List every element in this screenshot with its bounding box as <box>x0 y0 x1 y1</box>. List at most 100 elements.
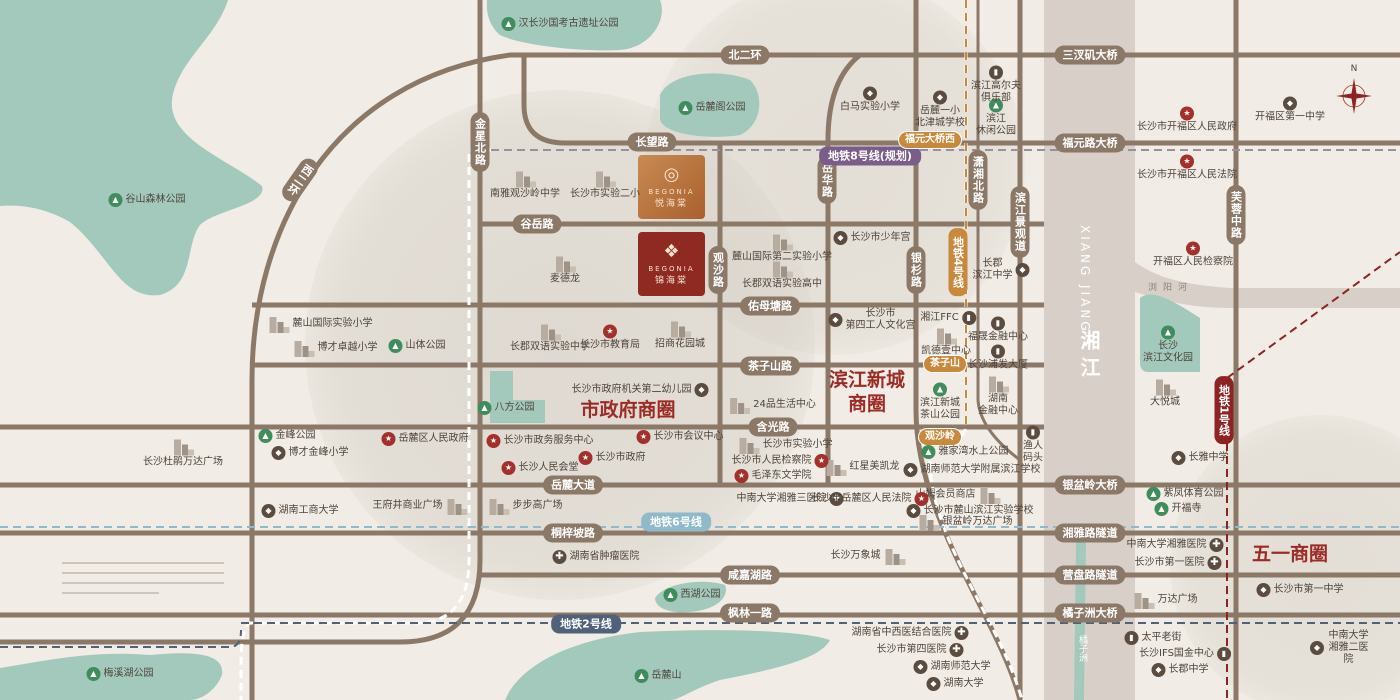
poi-school[interactable]: ◆开福区第一中学 <box>1255 96 1325 124</box>
poi-hosp[interactable]: ✚中南大学湘雅医院 <box>1127 538 1224 552</box>
poi-tower[interactable]: ▮太平老街 <box>1124 631 1182 645</box>
poi-bldg[interactable]: 王府井商业广场 <box>373 497 468 515</box>
poi-park[interactable]: ▲八方公园 <box>477 401 535 415</box>
poi-school[interactable]: ◆湖南师范大学附属滨江学校 <box>903 463 1041 477</box>
poi-school[interactable]: ◆长雅中学 <box>1171 451 1229 465</box>
poi-bldg[interactable]: 南雅观沙岭中学 <box>490 170 560 201</box>
poi-school[interactable]: ◆长沙市麓山滨江实验学校 <box>906 504 1034 518</box>
poi-hosp[interactable]: ✚湖南省肿瘤医院 <box>552 550 640 564</box>
poi-tower[interactable]: ▮滨江高尔夫 俱乐部 <box>971 65 1021 105</box>
road-label: 桐梓坡路 <box>543 523 603 543</box>
poi-school[interactable]: ◆长郡中学 <box>1151 663 1209 677</box>
poi-bldg[interactable]: 银盆岭万达广场 <box>918 513 1013 531</box>
poi-tower[interactable]: ▮湘江FFC <box>920 311 976 325</box>
poi-gov[interactable]: ★长沙市政府 <box>578 451 646 465</box>
poi-school[interactable]: ◆湖南工商大学 <box>261 504 339 518</box>
poi-park[interactable]: ▲滨江 休闲公园 <box>976 98 1016 138</box>
school-icon: ◆ <box>833 231 848 245</box>
poi-school[interactable]: ◆岳麓一小 北津城学校 <box>915 90 965 130</box>
poi-school[interactable]: ◆长沙市 第四工人文化宫 <box>828 308 916 332</box>
poi-school[interactable]: ◆湖南师范大学 <box>913 660 991 674</box>
poi-tower[interactable]: ▮福晟金融中心 <box>968 316 1028 344</box>
poi-name: 长沙万象城 <box>830 550 881 561</box>
poi-name: 长沙市政府机关第二幼儿园 <box>571 384 692 395</box>
poi-bldg[interactable]: 大悦城 <box>1150 378 1180 409</box>
poi-gov[interactable]: ★长沙人民会堂 <box>501 461 579 475</box>
poi-park[interactable]: ▲汉长沙国考古遗址公园 <box>501 17 619 31</box>
poi-school[interactable]: ◆白马实验小学 <box>840 86 900 114</box>
poi-gov[interactable]: ★长沙市开福区人民政府 <box>1137 106 1237 134</box>
poi-bldg[interactable]: 24品生活中心 <box>728 396 816 414</box>
poi-gov[interactable]: ★长沙市岳麓区人民法院 <box>812 492 929 506</box>
poi-school[interactable]: ◆中南大学湘雅二医院 <box>1310 630 1370 666</box>
poi-bldg[interactable]: 麓山国际实验小学 <box>268 315 373 333</box>
road-label: 银杉路 <box>906 246 926 294</box>
poi-bldg[interactable]: 招商花园城 <box>655 320 705 351</box>
poi-park[interactable]: ▲紫凤体育公园 <box>1146 487 1224 501</box>
poi-bldg[interactable]: 长沙万象城 <box>831 547 906 565</box>
poi-bldg[interactable]: 万达广场 <box>1133 591 1198 609</box>
poi-name: 山体公园 <box>405 340 446 351</box>
project-begonia-jin[interactable]: ❖ BEGONIA 锦海棠 <box>638 232 705 296</box>
poi-school[interactable]: ◆博才金峰小学 <box>271 446 349 460</box>
school-icon: ◆ <box>903 463 918 477</box>
poi-school[interactable]: ◆长沙市第一中学 <box>1256 583 1344 597</box>
poi-bldg[interactable]: 长沙市实验小学 <box>738 436 833 454</box>
poi-name: 步步高广场 <box>512 500 563 511</box>
hospital-cross-icon: ✚ <box>552 550 567 564</box>
lake-yuelu-ge <box>660 73 760 137</box>
poi-school[interactable]: ◆长沙市政府机关第二幼儿园 <box>572 383 709 397</box>
poi-bldg[interactable]: 山姆会员商店 <box>916 486 1001 504</box>
poi-park[interactable]: ▲梅溪湖公园 <box>86 667 154 681</box>
poi-tower[interactable]: ▮渔人 码头 <box>1023 425 1043 465</box>
poi-park[interactable]: ▲开福寺 <box>1154 502 1202 516</box>
poi-gov[interactable]: ★长沙市人民检察院 <box>732 454 829 468</box>
government-star-icon: ★ <box>734 469 749 483</box>
poi-bldg[interactable]: 麦德龙 <box>550 255 580 286</box>
poi-bldg[interactable]: 长沙市实验二小 <box>570 170 640 201</box>
poi-park[interactable]: ▲谷山森林公园 <box>108 193 186 207</box>
begonia-logo-icon: ◎ <box>663 164 680 185</box>
poi-park[interactable]: ▲雅家湾水上公园 <box>921 445 1009 459</box>
poi-bldg[interactable]: 凯德壹中心 <box>921 327 971 358</box>
poi-gov[interactable]: ★开福区人民检察院 <box>1153 241 1233 269</box>
poi-name: 长沙市开福区人民法院 <box>1137 169 1237 181</box>
poi-hosp[interactable]: ✚长沙市第一医院 <box>1135 556 1222 570</box>
poi-park[interactable]: ▲岳麓阁公园 <box>678 101 746 115</box>
poi-school[interactable]: ◆长郡 滨江中学 <box>973 258 1030 282</box>
poi-bldg[interactable]: 湖南 金融中心 <box>978 375 1018 418</box>
poi-name: 湖南大学 <box>943 678 984 689</box>
poi-school[interactable]: ◆湖南大学 <box>926 677 984 691</box>
poi-park[interactable]: ▲滨江新城 茶山公园 <box>920 382 960 422</box>
poi-gov[interactable]: ★长沙市政务服务中心 <box>486 434 594 448</box>
poi-hosp[interactable]: ✚湖南省中西医结合医院 <box>852 626 969 640</box>
poi-bldg[interactable]: 步步高广场 <box>488 497 563 515</box>
school-icon: ◆ <box>271 446 286 460</box>
poi-school[interactable]: ◆长沙市少年宫 <box>833 231 911 245</box>
poi-gov[interactable]: ★岳麓区人民政府 <box>381 432 469 446</box>
poi-gov[interactable]: ★长沙市教育局 <box>580 324 640 352</box>
project-begonia-yue[interactable]: ◎ BEGONIA 悦海棠 <box>638 155 705 219</box>
poi-hosp[interactable]: ✚长沙市第四医院 <box>877 643 964 657</box>
poi-name: 长沙市会议中心 <box>653 431 724 442</box>
poi-bldg[interactable]: 麓山国际第二实验小学 <box>732 233 832 264</box>
poi-bldg[interactable]: 红星美凯龙 <box>825 458 900 476</box>
poi-tower[interactable]: ▮长沙IFS国金中心 <box>1139 647 1231 661</box>
poi-park[interactable]: ▲金峰公园 <box>258 429 316 443</box>
poi-bldg[interactable]: 长郡双语实验中学 <box>510 323 590 354</box>
poi-gov[interactable]: ★长沙市开福区人民法院 <box>1137 154 1237 182</box>
poi-park[interactable]: ▲长沙 滨江文化园 <box>1143 325 1193 365</box>
poi-gov[interactable]: ★长沙市会议中心 <box>636 430 724 444</box>
poi-bldg[interactable]: 长沙杜鹃万达广场 <box>143 438 223 469</box>
poi-park[interactable]: ▲山体公园 <box>388 339 446 353</box>
poi-hosp[interactable]: ✚中南大学湘雅三医院 <box>737 492 844 506</box>
poi-name: 长沙市第一中学 <box>1273 584 1344 595</box>
poi-park[interactable]: ▲西湖公园 <box>663 588 721 602</box>
poi-gov[interactable]: ★毛泽东文学院 <box>734 469 812 483</box>
poi-bldg[interactable]: 长郡双语实验高中 <box>742 260 822 291</box>
poi-name: 福晟金融中心 <box>968 331 1028 343</box>
poi-tower[interactable]: ▮长沙浦发大厦 <box>968 344 1028 372</box>
poi-park[interactable]: ▲岳麓山 <box>634 669 682 683</box>
road-label: 橘子洲大桥 <box>1054 603 1126 623</box>
poi-bldg[interactable]: 博才卓越小学 <box>293 339 378 357</box>
